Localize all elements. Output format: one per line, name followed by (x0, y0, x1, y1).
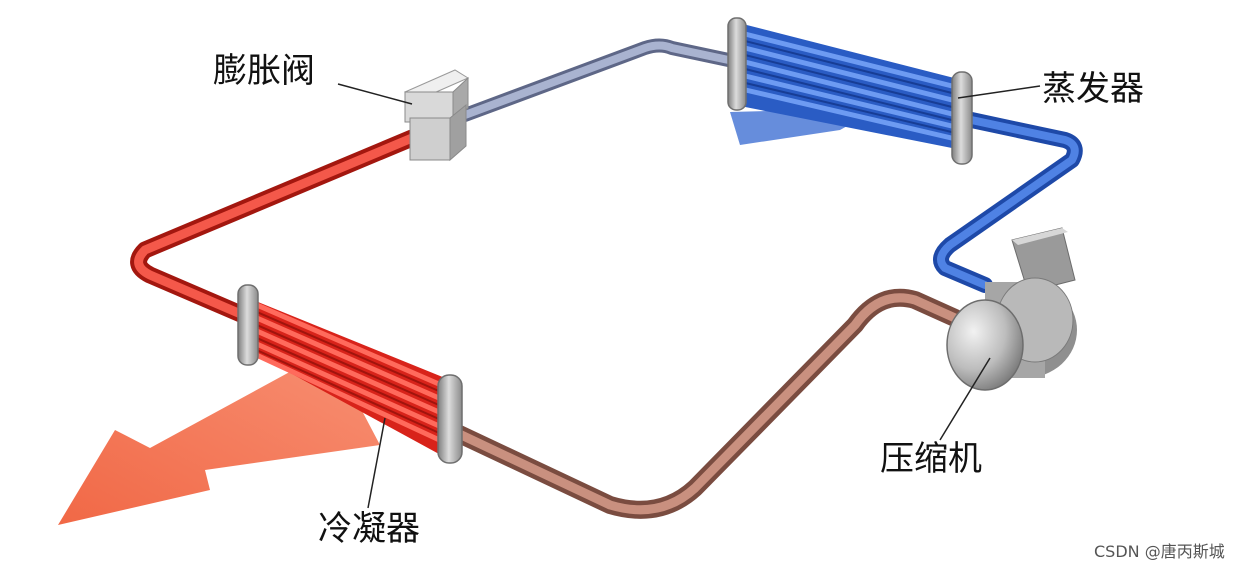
condenser-label: 冷凝器 (318, 509, 420, 549)
heat-flow-arrow (58, 350, 380, 525)
condenser (237, 284, 463, 464)
leader-lines (337, 83, 1041, 509)
watermark: CSDN @唐丙斯城 (1094, 542, 1225, 561)
evaporator-label: 蒸发器 (1042, 69, 1144, 109)
compressor-label: 压缩机 (880, 439, 982, 479)
expansion-valve (403, 69, 470, 162)
expansion-valve-label: 膨胀阀 (213, 51, 315, 91)
compressor (946, 227, 1077, 391)
evaporator (727, 17, 973, 165)
